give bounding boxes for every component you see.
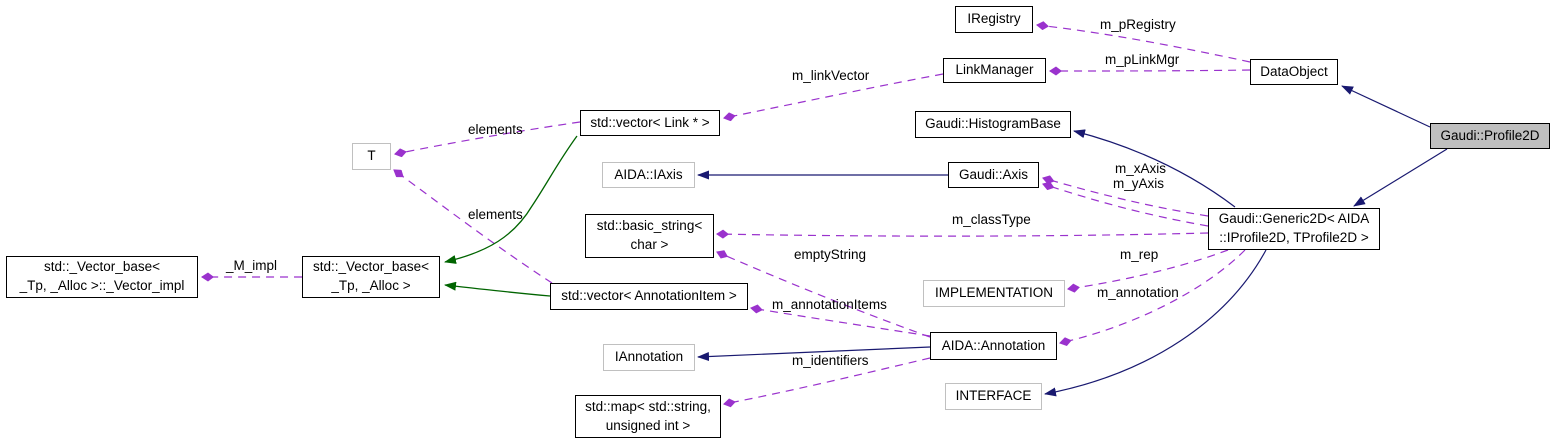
edge-vectorannotationitem-t-elements: [393, 169, 553, 284]
node-std-vector-link[interactable]: std::vector< Link * >: [580, 110, 720, 136]
edge-label-m-rep: m_rep: [1120, 247, 1159, 262]
node-gaudi-histogrambase[interactable]: Gaudi::HistogramBase: [915, 111, 1071, 138]
node-std-vector-base[interactable]: std::_Vector_base< _Tp, _Alloc >: [302, 256, 440, 298]
edge-dataobject-linkmanager-m-plinkmgr: [1049, 66, 1251, 76]
node-aida-iaxis: AIDA::IAxis: [602, 162, 695, 188]
edge-generic2d-histogrambase-inheritance: [1073, 129, 1236, 208]
node-implementation: IMPLEMENTATION: [923, 280, 1065, 307]
edge-generic2d-axis-m-yaxis: [1042, 181, 1209, 227]
edge-label-m-identifiers: m_identifiers: [792, 353, 869, 368]
node-std-basic-string[interactable]: std::basic_string< char >: [585, 214, 714, 258]
edge-annotation-iannotation-inheritance: [697, 346, 931, 362]
node-iregistry[interactable]: IRegistry: [955, 6, 1033, 33]
edge-annotation-basicstring-emptystring: [716, 250, 931, 338]
edge-label-elements-vectorlink: elements: [468, 122, 523, 137]
edge-generic2d-implementation-m-rep: [1067, 249, 1229, 293]
edge-annotation-vectorannotationitem-m-annotationitems: [750, 304, 931, 337]
edge-label-m-xaxis: m_xAxis: [1115, 161, 1167, 176]
node-interface: INTERFACE: [945, 383, 1042, 410]
edge-annotation-map-m-identifiers: [723, 357, 931, 408]
node-t: T: [352, 143, 391, 170]
edge-label-m-impl: _M_impl: [226, 258, 278, 273]
edge-label-m-pregistry: m_pRegistry: [1100, 17, 1176, 32]
edge-label-elements-vectorannotationitem: elements: [468, 207, 523, 222]
edge-profile2d-dataobject-inheritance: [1341, 85, 1431, 128]
edge-label-m-linkvector: m_linkVector: [792, 68, 870, 83]
node-std-map-string-uint[interactable]: std::map< std::string, unsigned int >: [575, 395, 721, 438]
node-linkmanager[interactable]: LinkManager: [943, 58, 1046, 83]
node-std-vector-base-vector-impl[interactable]: std::_Vector_base< _Tp, _Alloc >::_Vecto…: [6, 256, 198, 298]
node-std-vector-annotationitem[interactable]: std::vector< AnnotationItem >: [550, 283, 748, 310]
edge-generic2d-annotation-m-annotation: [1059, 249, 1246, 347]
node-iannotation: IAnnotation: [603, 344, 695, 371]
edge-label-m-annotationitems: m_annotationItems: [772, 297, 887, 312]
edge-label-m-yaxis: m_yAxis: [1113, 176, 1165, 191]
node-dataobject[interactable]: DataObject: [1250, 59, 1338, 85]
edge-vectorannotationitem-vectorbase-template: [444, 281, 551, 297]
edge-vectorlink-vectorbase-template: [444, 135, 578, 264]
node-aida-annotation[interactable]: AIDA::Annotation: [930, 332, 1057, 360]
node-gaudi-generic2d[interactable]: Gaudi::Generic2D< AIDA ::IProfile2D, TPr…: [1208, 208, 1380, 250]
edge-generic2d-basicstring-m-classtype: [716, 229, 1209, 239]
edge-label-m-annotation: m_annotation: [1097, 285, 1179, 300]
edge-profile2d-generic2d-inheritance: [1353, 148, 1448, 207]
edge-generic2d-axis-m-xaxis: [1042, 175, 1209, 217]
node-gaudi-axis[interactable]: Gaudi::Axis: [948, 162, 1039, 188]
edge-dataobject-iregistry-m-pregistry: [1036, 21, 1251, 63]
node-gaudi-profile2d: Gaudi::Profile2D: [1430, 123, 1550, 149]
edge-label-emptystring: emptyString: [794, 247, 867, 262]
edge-label-m-classtype: m_classType: [952, 212, 1031, 227]
edge-label-m-plinkmgr: m_pLinkMgr: [1105, 52, 1180, 67]
edge-generic2d-interface-inheritance: [1044, 249, 1267, 397]
